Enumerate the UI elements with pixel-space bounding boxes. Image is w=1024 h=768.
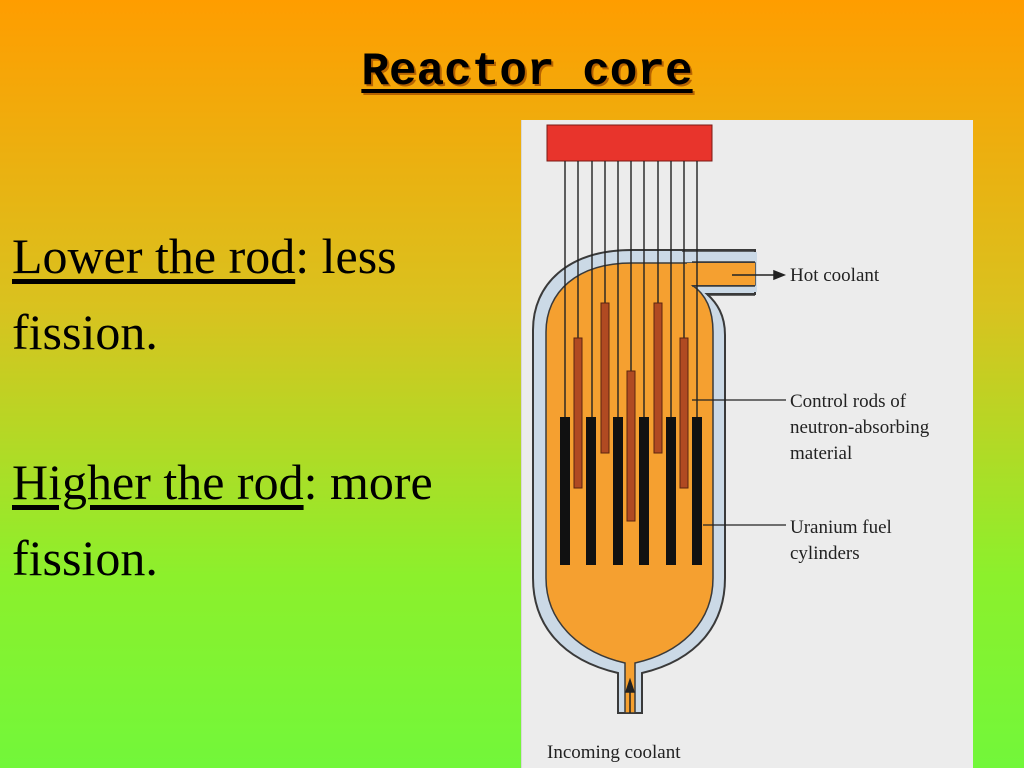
bullet-lower-rod-text: : less fission. [12, 228, 397, 360]
slide-title: Reactor core [361, 46, 693, 98]
fuel-cylinder [613, 417, 623, 565]
fuel-cylinder [560, 417, 570, 565]
control-rod [600, 302, 610, 454]
fuel-cylinders [560, 417, 702, 565]
control-rod [573, 337, 583, 489]
control-wires [564, 161, 698, 420]
label-control-rods-2: neutron-absorbing [790, 417, 930, 438]
outlet-pipe-coolant [687, 263, 755, 285]
reactor-diagram: Hot coolant Control rods of neutron-abso… [521, 120, 973, 768]
label-hot-coolant: Hot coolant [790, 265, 880, 286]
bullet-lower-rod: Lower the rod: less fission. [12, 218, 512, 370]
control-rod [626, 370, 636, 522]
fuel-cylinder [586, 417, 596, 565]
bullet-higher-rod: Higher the rod: more fission. [12, 444, 512, 596]
fuel-cylinder [666, 417, 676, 565]
control-rod [679, 337, 689, 489]
bullet-list: Lower the rod: less fission. Higher the … [12, 218, 512, 670]
bullet-lower-rod-keyword: Lower the rod [12, 228, 296, 284]
label-control-rods-1: Control rods of [790, 391, 907, 412]
label-control-rods-3: material [790, 443, 852, 464]
rod-drive-block [546, 124, 713, 162]
coolant-body [545, 262, 756, 714]
fuel-cylinder [639, 417, 649, 565]
label-incoming-coolant: Incoming coolant [547, 742, 681, 763]
label-fuel-1: Uranium fuel [790, 517, 892, 538]
label-fuel-2: cylinders [790, 543, 860, 564]
bullet-higher-rod-keyword: Higher the rod [12, 454, 304, 510]
leader-lines [692, 399, 786, 526]
flow-arrows [624, 269, 787, 713]
fuel-cylinder [692, 417, 702, 565]
control-rod [653, 302, 663, 454]
bullet-higher-rod-text: : more fission. [12, 454, 433, 586]
control-rods [573, 302, 689, 522]
reactor-diagram-svg: Hot coolant Control rods of neutron-abso… [532, 124, 930, 763]
